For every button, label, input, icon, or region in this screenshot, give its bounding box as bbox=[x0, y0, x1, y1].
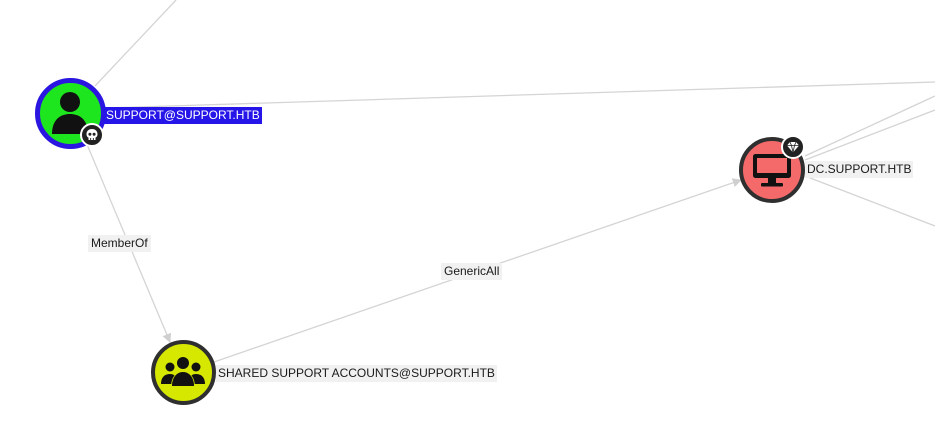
node-computer-dc[interactable] bbox=[739, 137, 805, 203]
diamond-badge bbox=[781, 135, 805, 159]
edge-computer-offscreen-1[interactable] bbox=[804, 95, 935, 157]
user-icon bbox=[52, 92, 88, 134]
edge-computer-offscreen-3[interactable] bbox=[804, 175, 935, 227]
computer-icon bbox=[753, 154, 791, 187]
node-label-user[interactable]: SUPPORT@SUPPORT.HTB bbox=[104, 107, 262, 124]
group-icon bbox=[161, 357, 205, 386]
node-label-group[interactable]: SHARED SUPPORT ACCOUNTS@SUPPORT.HTB bbox=[216, 365, 497, 382]
edge-user-offscreen-right[interactable] bbox=[105, 81, 935, 109]
edge-label-genericall[interactable]: GenericAll bbox=[441, 263, 503, 280]
diamond-icon bbox=[787, 141, 799, 153]
skull-badge bbox=[80, 123, 104, 147]
edge-computer-offscreen-2[interactable] bbox=[804, 109, 935, 161]
node-group-shared-support-accounts[interactable] bbox=[151, 340, 216, 405]
skull-icon bbox=[86, 129, 98, 140]
node-label-computer[interactable]: DC.SUPPORT.HTB bbox=[805, 161, 914, 178]
edge-offscreen-top[interactable] bbox=[94, 0, 177, 87]
edge-label-memberof[interactable]: MemberOf bbox=[88, 235, 151, 252]
